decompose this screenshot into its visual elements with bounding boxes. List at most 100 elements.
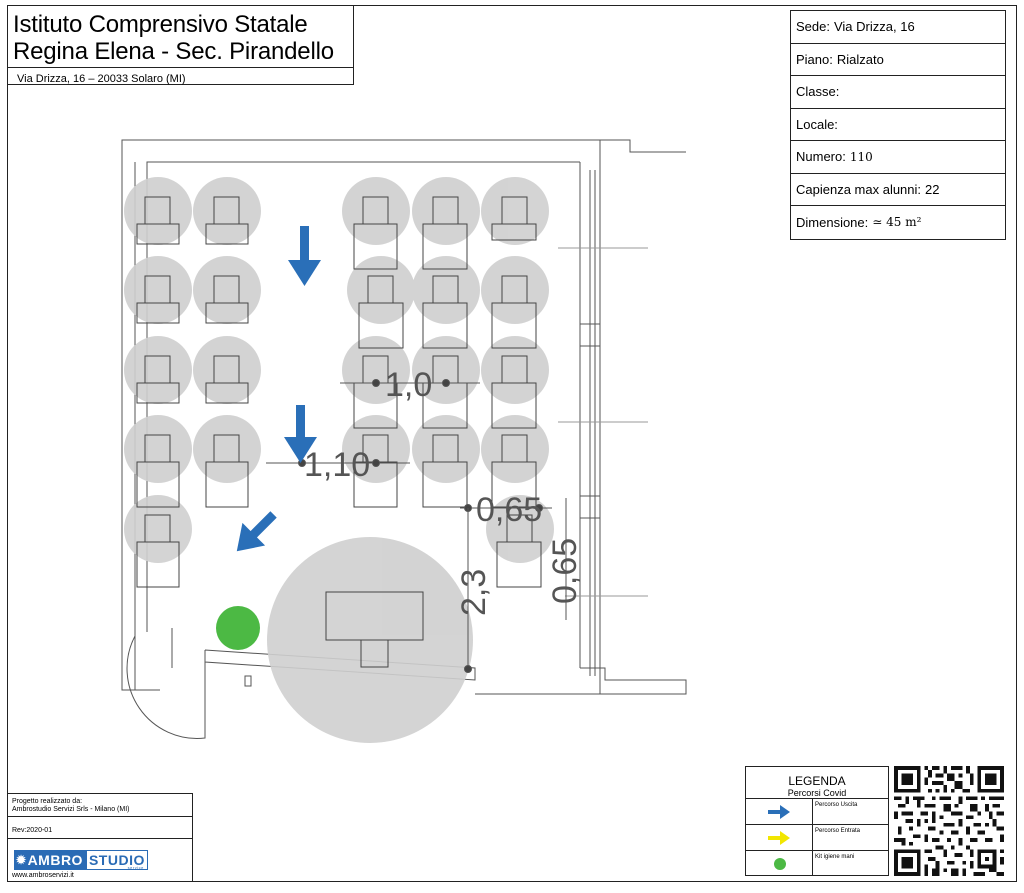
sede-value: Via Drizza, 16 <box>833 19 915 35</box>
dim-dot <box>372 459 380 467</box>
desk <box>496 514 542 588</box>
title-block: Istituto Comprensivo Statale Regina Elen… <box>7 5 354 85</box>
distance-circle <box>412 177 480 245</box>
desk <box>491 196 537 241</box>
exit-arrow-icon <box>236 511 277 552</box>
school-address: Via Drizza, 16 – 20033 Solaro (MI) <box>17 73 186 85</box>
credits-divider <box>8 838 192 839</box>
qr-modules <box>894 766 1004 876</box>
info-row-dimensione: Dimensione: ≃ 45 m² <box>791 206 1005 239</box>
legend-row-exit: Percorso Uscita <box>746 798 888 824</box>
info-row-locale: Locale: <box>791 109 1005 141</box>
pillar-2 <box>579 495 601 519</box>
sun-icon: ✹ <box>16 853 27 867</box>
legend-title: LEGENDA <box>788 774 846 788</box>
distance-circle <box>124 495 192 563</box>
distance-circle <box>124 336 192 404</box>
distance-circle <box>486 495 554 563</box>
blue-arrow-icon <box>768 805 790 819</box>
yellow-arrow-icon <box>768 831 790 845</box>
pillar-1 <box>579 323 601 347</box>
dimension-label-5: 2,3 <box>455 569 493 616</box>
credits-block: Progetto realizzato da: Ambrostudio Serv… <box>7 793 193 882</box>
school-name-line1: Istituto Comprensivo Statale <box>13 11 308 38</box>
distance-circle <box>342 415 410 483</box>
distance-circle <box>193 177 261 245</box>
exit-arrow-icon <box>288 226 321 286</box>
dimension-labels: 1,0 1,10 0,65 0,65 2,3 <box>304 366 584 616</box>
door-stop <box>244 675 252 687</box>
info-row-sede: Sede: Via Drizza, 16 <box>791 11 1005 44</box>
logo-left-part: ✹ AMBRO <box>14 850 86 870</box>
legend-row-kit: Kit igiene mani <box>746 850 888 876</box>
desk <box>205 355 249 404</box>
desk <box>136 355 180 404</box>
distance-circle <box>193 415 261 483</box>
legend-symbol-cell <box>746 825 813 850</box>
drawing-sheet <box>7 5 1017 882</box>
logo-service-text: service <box>127 865 144 870</box>
legend-row-entry: Percorso Entrata <box>746 824 888 850</box>
info-row-piano: Piano: Rialzato <box>791 44 1005 76</box>
legend-subtitle: Percorsi Covid <box>787 788 847 798</box>
dimensione-value: ≃ 45 m² <box>872 215 922 230</box>
dimensione-label: Dimensione: <box>796 214 869 230</box>
distance-circle <box>347 256 415 324</box>
desk <box>136 514 180 588</box>
credits-divider <box>8 816 192 817</box>
desk <box>205 434 249 508</box>
green-dot-icon <box>774 858 786 870</box>
distance-circle <box>342 177 410 245</box>
desk <box>205 275 249 324</box>
info-row-classe: Classe: <box>791 76 1005 109</box>
ambrostudio-logo: ✹ AMBRO STUDIO service <box>14 850 148 870</box>
corridor-wall-top <box>600 139 686 153</box>
legend-label-exit: Percorso Uscita <box>815 802 858 808</box>
info-row-capienza: Capienza max alunni: 22 <box>791 174 1005 206</box>
room-info-table: Sede: Via Drizza, 16 Piano: Rialzato Cla… <box>790 10 1006 240</box>
desk <box>136 196 180 245</box>
info-row-numero: Numero: 110 <box>791 141 1005 174</box>
dim-dot <box>442 379 450 387</box>
school-name-line2: Regina Elena - Sec. Pirandello <box>13 38 334 65</box>
dimension-label-3: 0,65 <box>476 491 542 529</box>
exit-arrow-icon <box>284 405 317 463</box>
dim-dot <box>535 504 543 512</box>
credits-revision: Rev:2020-01 <box>12 827 53 834</box>
desk <box>491 434 537 508</box>
sede-label: Sede: <box>796 19 830 35</box>
dimension-label-4: 0,65 <box>546 538 584 604</box>
credits-website: www.ambroservizi.it <box>12 872 74 879</box>
numero-label: Numero: <box>796 149 846 165</box>
legend-symbol-cell <box>746 799 813 824</box>
hygiene-kit-icon <box>216 606 260 650</box>
teacher-desk <box>325 591 424 668</box>
capienza-label: Capienza max alunni: <box>796 181 922 197</box>
corridor-wall-bottom <box>475 667 687 695</box>
distance-circle <box>342 336 410 404</box>
desk <box>491 275 537 349</box>
distance-circle <box>124 256 192 324</box>
distance-circle <box>193 336 261 404</box>
distance-circle <box>481 177 549 245</box>
dimension-lines <box>266 379 567 673</box>
title-divider <box>8 67 353 68</box>
desk <box>358 275 404 349</box>
desk <box>136 275 180 324</box>
legend-label-kit: Kit igiene mani <box>815 854 855 860</box>
distance-circle <box>481 256 549 324</box>
desk <box>205 196 249 245</box>
desk <box>422 434 468 508</box>
distance-circle <box>481 415 549 483</box>
distance-circle <box>412 415 480 483</box>
desk <box>136 434 180 508</box>
capienza-value: 22 <box>925 181 940 197</box>
logo-right-part: STUDIO service <box>85 850 148 870</box>
legend-label-entry: Percorso Entrata <box>815 828 861 834</box>
credits-intro: Progetto realizzato da: <box>12 798 83 805</box>
credits-company: Ambrostudio Servizi Srls - Milano (MI) <box>12 806 130 813</box>
numero-value: 110 <box>849 149 873 164</box>
legend-symbol-cell <box>746 851 813 876</box>
legend: LEGENDA Percorsi Covid Percorso Uscita P… <box>745 766 889 876</box>
